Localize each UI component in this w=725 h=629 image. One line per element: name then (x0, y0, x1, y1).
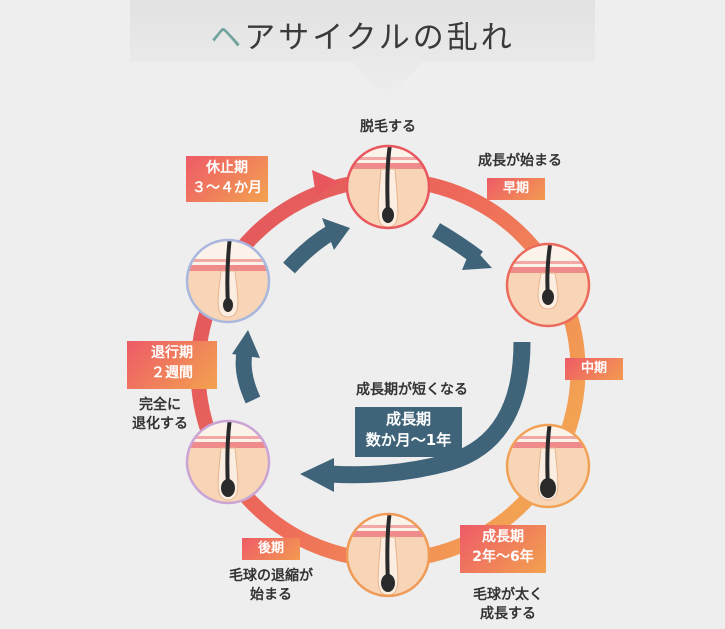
label-complete-regress-line1: 完全に (139, 397, 181, 413)
page-title: ヘアサイクルの乱れ (0, 12, 725, 57)
label-bulb-shrink: 毛球の退縮が 始まる (218, 567, 324, 605)
label-complete-regress-line2: 退化する (132, 416, 188, 432)
label-bulb-thicken-line2: 成長する (480, 606, 536, 622)
label-complete-regress: 完全に 退化する (120, 396, 200, 434)
box-growth: 成長期 2年～6年 (460, 525, 546, 573)
box-shortened-duration: 数か月～1年 (365, 431, 452, 449)
follicle-middle (505, 423, 591, 509)
box-growth-duration: 2年～6年 (472, 549, 534, 565)
box-regression-duration: ２週間 (151, 365, 193, 381)
follicle-shedding (345, 144, 431, 230)
box-regression: 退行期 ２週間 (127, 341, 217, 389)
box-growth-phase: 成長期 (482, 529, 524, 545)
box-resting-phase: 休止期 (206, 160, 248, 176)
title-text: アサイクルの乱れ (244, 20, 515, 56)
tag-late: 後期 (242, 538, 300, 560)
blue-arrow-top-right-head (462, 246, 492, 270)
label-shortened: 成長期が短くなる (356, 382, 468, 398)
blue-arrow-shortcut-head (300, 458, 334, 492)
tag-early: 早期 (487, 178, 545, 200)
follicle-resting (185, 238, 271, 324)
label-shedding: 脱毛する (360, 119, 416, 135)
follicle-late (345, 512, 431, 598)
label-bulb-thicken: 毛球が太く 成長する (458, 586, 558, 624)
box-shortened-growth: 成長期 数か月～1年 (355, 407, 462, 457)
box-resting-duration: ３～４か月 (192, 180, 262, 196)
blue-arrow-shortcut (329, 341, 531, 484)
blue-arrow-top-left-head (322, 218, 350, 250)
label-bulb-thicken-line1: 毛球が太く (473, 587, 543, 603)
follicle-early (505, 242, 591, 328)
follicle-regress (185, 419, 271, 505)
blue-arrow-left (235, 348, 261, 404)
box-shortened-phase: 成長期 (385, 410, 431, 428)
blue-arrow-left-head (232, 330, 260, 358)
title-banner (130, 0, 595, 100)
tag-middle: 中期 (565, 358, 623, 380)
label-bulb-shrink-line1: 毛球の退縮が (229, 568, 313, 584)
label-growth-start: 成長が始まる (478, 153, 562, 169)
blue-arrow-top-left (283, 225, 337, 274)
label-bulb-shrink-line2: 始まる (250, 587, 292, 603)
box-resting: 休止期 ３～４か月 (186, 156, 268, 202)
ring-arrowhead (312, 170, 340, 196)
title-decoration: ヘ (210, 20, 245, 56)
box-regression-phase: 退行期 (151, 345, 193, 361)
